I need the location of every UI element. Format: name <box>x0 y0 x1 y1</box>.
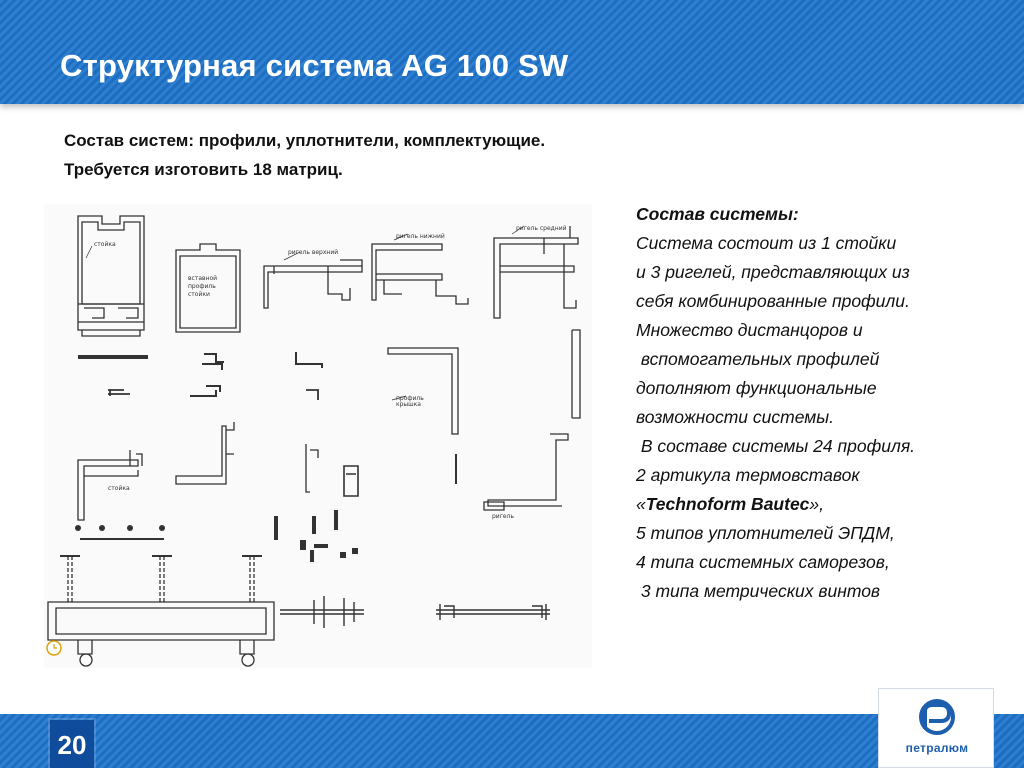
label-vstavnoy-2: профиль <box>188 283 216 290</box>
description-line: 3 типа метрических винтов <box>636 581 881 601</box>
brand-line: «Technoform Bautec», <box>636 490 996 519</box>
description-line: 5 типов уплотнителей ЭПДМ, <box>636 523 895 543</box>
technical-drawing: стойка вставной профиль стойки ригель ве… <box>44 204 592 668</box>
rigel-nizhniy-profile: ригель нижний <box>371 233 469 305</box>
footer-bar <box>0 714 1024 768</box>
label-profil-1: профиль <box>396 395 424 402</box>
vstavnoy-profile: вставной профиль стойки <box>175 243 241 333</box>
description-line: 4 типа системных саморезов, <box>636 552 890 572</box>
description-line: дополняют функциональные <box>636 378 877 398</box>
label-rigel-nizhniy: ригель нижний <box>396 233 445 240</box>
description-line: возможности системы. <box>636 407 834 427</box>
label-small-a: стойка <box>108 485 130 492</box>
page-title: Структурная система AG 100 SW <box>60 48 569 83</box>
description-heading: Состав системы: <box>636 204 799 224</box>
description-line: и 3 ригелей, представляющих из <box>636 262 910 282</box>
aux-profiles-row3: стойка ригель <box>77 422 569 521</box>
assembly-drawing <box>47 555 550 667</box>
brand-prefix: « <box>636 494 646 514</box>
label-profil-2: крышка <box>396 401 421 408</box>
company-logo: петралюм <box>878 688 994 768</box>
logo-mark-icon <box>919 699 955 735</box>
intro-line-2: Требуется изготовить 18 матриц. <box>64 160 343 179</box>
brand-name: Technoform Bautec <box>645 494 810 514</box>
label-stoyka: стойка <box>94 241 116 248</box>
stoyka-profile: стойка <box>77 215 145 337</box>
brand-suffix: », <box>809 494 825 514</box>
description-line: себя комбинированные профили. <box>636 291 910 311</box>
profiles-drawing-svg: стойка вставной профиль стойки ригель ве… <box>46 215 581 667</box>
description-line: Множество дистанцоров и <box>636 320 863 340</box>
clock-icon <box>46 640 62 656</box>
label-vstavnoy-1: вставной <box>188 275 217 282</box>
logo-text: петралюм <box>905 741 969 755</box>
rigel-sredniy-profile: ригель средний <box>493 225 579 319</box>
header-bar: Структурная система AG 100 SW <box>0 0 1024 104</box>
system-description: Состав системы: Система состоит из 1 сто… <box>636 200 996 606</box>
label-vstavnoy-3: стойки <box>188 291 210 298</box>
rigel-verhniy-profile: ригель верхний <box>263 249 363 309</box>
label-rigel-sredniy: ригель средний <box>516 225 567 232</box>
intro-text: Состав систем: профили, уплотнители, ком… <box>64 126 545 184</box>
page-number: 20 <box>50 720 94 768</box>
description-line: 2 артикула термовставок <box>636 465 860 485</box>
aux-profiles-row2: профиль крышка <box>78 329 581 435</box>
description-line: вспомогательных профилей <box>636 349 880 369</box>
label-small-b: ригель <box>492 513 514 520</box>
label-rigel-verhniy: ригель верхний <box>288 249 338 256</box>
description-line: Система состоит из 1 стойки <box>636 233 897 253</box>
description-line: В составе системы 24 профиля. <box>636 436 916 456</box>
intro-line-1: Состав систем: профили, уплотнители, ком… <box>64 131 546 150</box>
small-parts-row <box>75 510 358 562</box>
